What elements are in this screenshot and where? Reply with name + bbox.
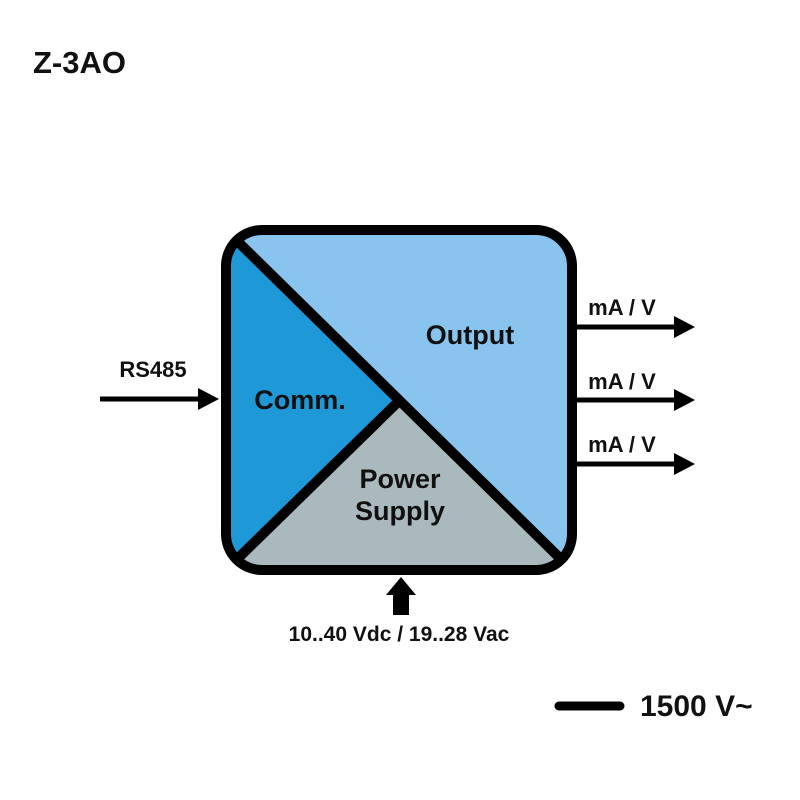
output-channel-2: mA / V bbox=[574, 369, 695, 411]
output-2-label: mA / V bbox=[588, 369, 656, 394]
module-box bbox=[226, 230, 572, 570]
comm-region-label: Comm. bbox=[254, 385, 346, 415]
isolation-voltage-label: 1500 V~ bbox=[640, 690, 753, 723]
power-input-arrow bbox=[386, 577, 416, 615]
output-1-label: mA / V bbox=[588, 295, 656, 320]
rs485-label: RS485 bbox=[119, 357, 186, 382]
power-region bbox=[226, 400, 572, 570]
output-region-label: Output bbox=[426, 320, 514, 350]
output-3-label: mA / V bbox=[588, 432, 656, 457]
divider-diagonal-short bbox=[226, 396, 404, 570]
output-channel-3: mA / V bbox=[574, 432, 695, 475]
module-box-outline bbox=[221, 225, 577, 575]
power-region-label-line2: Supply bbox=[355, 496, 445, 526]
output-channel-1: mA / V bbox=[574, 295, 695, 338]
power-region-label-line1: Power bbox=[359, 464, 441, 494]
comm-region bbox=[226, 230, 400, 570]
output-region bbox=[226, 230, 572, 570]
diagram-title: Z-3AO bbox=[33, 45, 126, 80]
power-supply-range-label: 10..40 Vdc / 19..28 Vac bbox=[289, 623, 510, 646]
rs485-input-arrow bbox=[100, 388, 219, 410]
